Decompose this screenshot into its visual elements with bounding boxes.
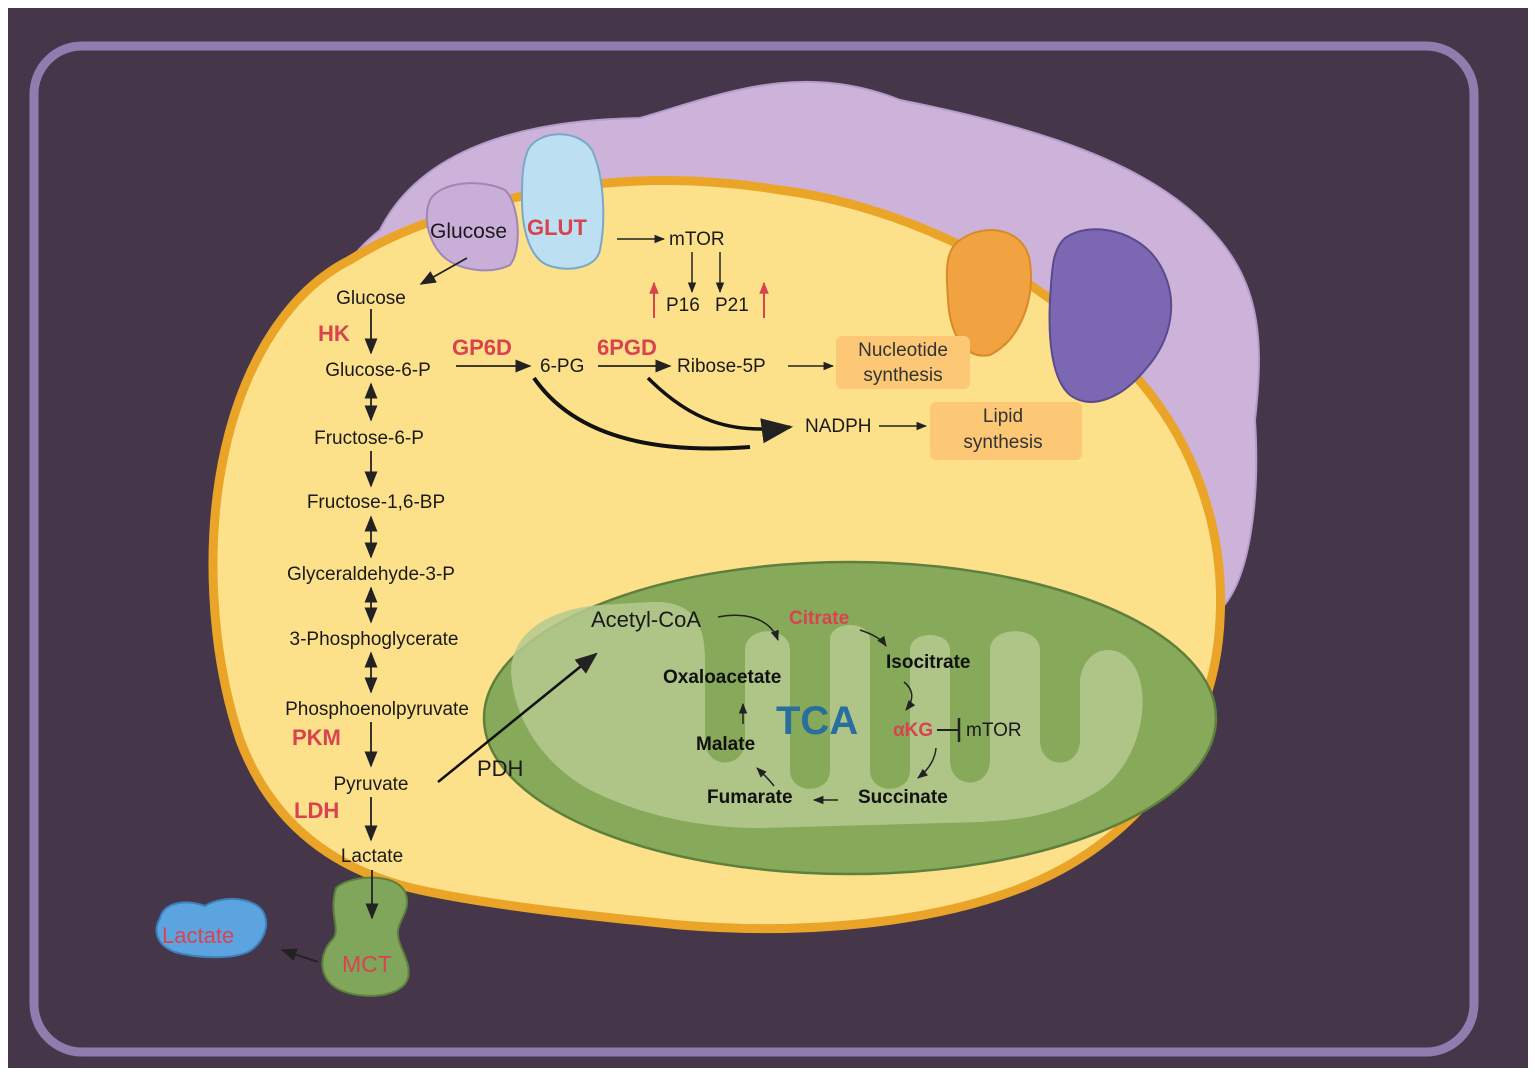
nucleotide-synthesis-label: synthesis — [863, 365, 942, 386]
lipid-synthesis-box — [930, 402, 1082, 460]
phosphoenolpyruvate-label: Phosphoenolpyruvate — [285, 699, 469, 720]
citrate-to-isocitrate-arrow — [859, 629, 887, 647]
isocitrate-label: Isocitrate — [886, 652, 970, 673]
extracellular-lactate-label: Lactate — [162, 923, 234, 948]
tca-mtor-label: mTOR — [966, 720, 1022, 741]
lipid-label: Lipid — [983, 406, 1023, 427]
p16-label: P16 — [666, 295, 700, 316]
pdh-label: PDH — [477, 756, 523, 781]
acetyl-coa-label: Acetyl-CoA — [591, 607, 701, 632]
fumarate-to-malate-arrow — [756, 767, 775, 787]
mct-protein — [321, 876, 410, 997]
nucleotide-label: Nucleotide — [858, 340, 948, 361]
gp6d-enzyme-label: GP6D — [452, 335, 512, 360]
succinate-label: Succinate — [858, 787, 948, 808]
isocitrate-to-akg-arrow — [903, 681, 916, 711]
glucose-transporter-body — [425, 182, 519, 272]
pkm-enzyme-label: PKM — [292, 725, 341, 750]
nucleotide-synthesis-box — [836, 336, 970, 389]
frame-border — [29, 41, 1479, 1057]
fumarate-label: Fumarate — [707, 787, 793, 808]
ldh-enzyme-label: LDH — [294, 798, 339, 823]
glucose-6-p-label: Glucose-6-P — [325, 360, 431, 381]
oxaloacetate-label: Oxaloacetate — [663, 667, 781, 688]
citrate-label: Citrate — [789, 608, 849, 629]
6pgd-enzyme-label: 6PGD — [597, 335, 657, 360]
mct-label: MCT — [342, 951, 392, 977]
orange-membrane-protein — [945, 229, 1032, 357]
hk-enzyme-label: HK — [318, 321, 350, 346]
6pg-label: 6-PG — [540, 356, 584, 377]
acetylcoa-to-citrate-arrow — [717, 614, 779, 641]
glyceraldehyde-3-p-label: Glyceraldehyde-3-P — [287, 564, 455, 585]
6pg-nadph-curve — [532, 376, 751, 451]
malate-label: Malate — [696, 734, 755, 755]
ribose-nadph-curve — [646, 376, 794, 444]
akg-to-succinate-arrow — [917, 747, 937, 779]
glycolysis-glucose-label: Glucose — [336, 288, 406, 309]
extracellular-lactate-blob — [155, 897, 267, 959]
glucose-entry-arrow — [419, 257, 468, 285]
fructose-16-bp-label: Fructose-1,6-BP — [307, 492, 445, 513]
glut-protein — [520, 133, 605, 270]
glut-label: GLUT — [527, 215, 587, 240]
tca-center-label: TCA — [776, 699, 858, 743]
3-phosphoglycerate-label: 3-Phosphoglycerate — [290, 629, 459, 650]
mct-to-lactate-arrow — [280, 948, 319, 963]
intracellular-lactate-label: Lactate — [341, 846, 403, 867]
glucose-extracellular-label: Glucose — [430, 220, 507, 243]
fructose-6-p-label: Fructose-6-P — [314, 428, 424, 449]
lipid-synthesis-label: synthesis — [963, 432, 1042, 453]
ribose-5p-label: Ribose-5P — [677, 356, 766, 377]
pyruvate-to-acetylcoa-arrow — [437, 652, 598, 783]
pyruvate-label: Pyruvate — [334, 774, 409, 795]
akg-label: αKG — [893, 720, 933, 741]
mitochondrion-cristae — [511, 601, 1143, 828]
p21-label: P21 — [715, 295, 749, 316]
nadph-label: NADPH — [805, 416, 872, 437]
purple-membrane-protein — [1048, 228, 1173, 403]
mtor-signaling-label: mTOR — [669, 229, 725, 250]
